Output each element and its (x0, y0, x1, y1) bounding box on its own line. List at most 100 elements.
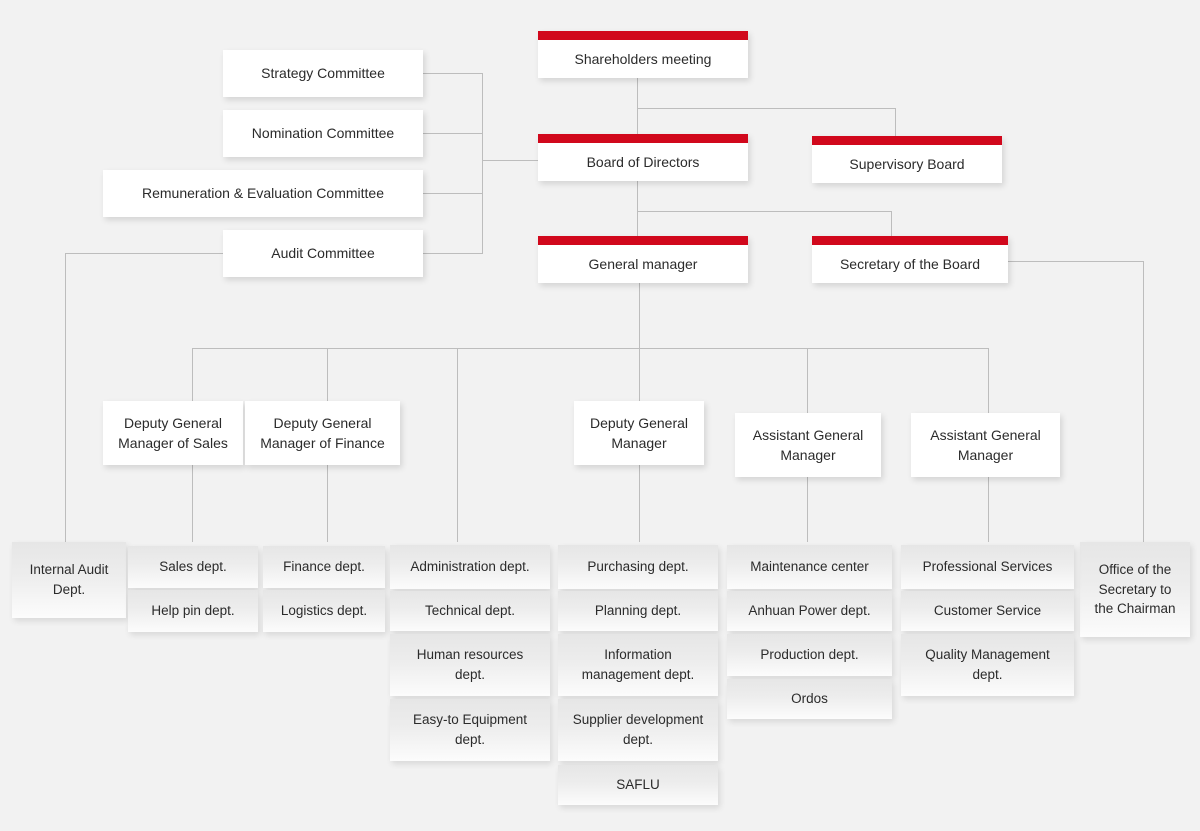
dept-label: Purchasing dept. (587, 559, 689, 575)
connector-gm-down (639, 283, 640, 348)
node-remuneration-evaluation-committee[interactable]: Remuneration & Evaluation Committee (103, 170, 423, 217)
dept-label: Information management dept. (581, 647, 695, 682)
dept-label: Finance dept. (283, 559, 365, 575)
node-label: Deputy General Manager of Finance (260, 414, 385, 451)
connector-bod-down (637, 181, 638, 240)
list-item[interactable]: Maintenance center (727, 545, 892, 589)
list-item[interactable]: Human resources dept. (390, 634, 550, 696)
node-label: General manager (588, 255, 698, 272)
connector-deputy-sales-down (192, 465, 193, 542)
node-nomination-committee[interactable]: Nomination Committee (223, 110, 423, 157)
connector-to-assistant-gm-2 (988, 348, 989, 413)
list-item[interactable]: Production dept. (727, 634, 892, 676)
dept-label: Administration dept. (410, 559, 530, 575)
dept-label: Planning dept. (594, 603, 682, 619)
connector-to-board-of-directors (637, 108, 638, 138)
node-label: Deputy General Manager of Sales (118, 414, 228, 451)
node-audit-committee[interactable]: Audit Committee (223, 230, 423, 277)
node-label: Remuneration & Evaluation Committee (141, 185, 384, 202)
node-secretary-of-the-board[interactable]: Secretary of the Board (812, 236, 1008, 283)
dept-label: Help pin dept. (151, 603, 235, 619)
connector-to-secretary-board (891, 211, 892, 240)
connector-to-deputy-finance (327, 348, 328, 401)
node-label: Strategy Committee (261, 65, 385, 82)
dept-label: SAFLU (616, 777, 660, 793)
connector-audit-left-bus (65, 253, 223, 254)
node-label: Deputy General Manager (589, 414, 689, 451)
dept-label: Logistics dept. (280, 603, 368, 619)
connector-secretary-right-bus (1008, 261, 1144, 262)
connector-shareholders-bus (637, 108, 895, 109)
dept-label: Quality Management dept. (925, 647, 1050, 682)
node-assistant-gm-1[interactable]: Assistant General Manager (735, 413, 881, 477)
node-deputy-gm-sales[interactable]: Deputy General Manager of Sales (103, 401, 243, 465)
connector-deputy-gm-down (639, 465, 640, 542)
connector-committee-to-bod (482, 160, 540, 161)
node-label: Internal Audit Dept. (29, 562, 109, 597)
node-board-of-directors[interactable]: Board of Directors (538, 134, 748, 181)
dept-label: Production dept. (760, 647, 859, 663)
connector-committee-bus (482, 73, 483, 253)
node-shareholders-meeting[interactable]: Shareholders meeting (538, 31, 748, 78)
list-item[interactable]: Anhuan Power dept. (727, 591, 892, 631)
node-assistant-gm-2[interactable]: Assistant General Manager (911, 413, 1060, 477)
dept-label: Sales dept. (159, 559, 227, 575)
list-item[interactable]: Finance dept. (263, 546, 385, 588)
node-label: Nomination Committee (251, 125, 395, 142)
dept-label: Human resources dept. (416, 647, 524, 682)
list-item[interactable]: Ordos (727, 679, 892, 719)
connector-audit-committee (423, 253, 483, 254)
node-label: Board of Directors (586, 153, 700, 170)
node-general-manager[interactable]: General manager (538, 236, 748, 283)
list-item[interactable]: Logistics dept. (263, 590, 385, 632)
dept-label: Ordos (791, 691, 828, 707)
connector-to-deputy-sales (192, 348, 193, 401)
node-label: Assistant General Manager (930, 426, 1041, 463)
dept-label: Professional Services (922, 559, 1053, 575)
list-item[interactable]: Quality Management dept. (901, 634, 1074, 696)
list-item[interactable]: Technical dept. (390, 591, 550, 631)
connector-chairman-office-down (1143, 261, 1144, 542)
list-item[interactable]: SAFLU (558, 765, 718, 805)
node-label: Office of the Secretary to the Chairman (1094, 562, 1176, 617)
connector-to-assistant-gm-1 (807, 348, 808, 413)
node-strategy-committee[interactable]: Strategy Committee (223, 50, 423, 97)
list-item[interactable]: Sales dept. (128, 546, 258, 588)
connector-assistant-gm-1-down (807, 477, 808, 542)
node-deputy-gm[interactable]: Deputy General Manager (574, 401, 704, 465)
connector-nomination-committee (423, 133, 483, 134)
list-item[interactable]: Planning dept. (558, 591, 718, 631)
node-deputy-gm-finance[interactable]: Deputy General Manager of Finance (245, 401, 400, 465)
dept-label: Supplier development dept. (572, 712, 704, 747)
connector-remuneration-committee (423, 193, 483, 194)
connector-assistant-gm-2-down (988, 477, 989, 542)
node-label: Shareholders meeting (574, 50, 712, 67)
node-label: Secretary of the Board (839, 255, 981, 272)
list-item[interactable]: Professional Services (901, 545, 1074, 589)
node-supervisory-board[interactable]: Supervisory Board (812, 136, 1002, 183)
connector-deputy-finance-down (327, 465, 328, 542)
dept-label: Anhuan Power dept. (748, 603, 871, 619)
connector-to-administration-col (457, 348, 458, 542)
node-office-secretary-chairman[interactable]: Office of the Secretary to the Chairman (1080, 542, 1190, 637)
connector-to-supervisory-board (895, 108, 896, 138)
list-item[interactable]: Purchasing dept. (558, 545, 718, 589)
dept-label: Technical dept. (424, 603, 516, 619)
list-item[interactable]: Administration dept. (390, 545, 550, 589)
node-label: Supervisory Board (849, 155, 965, 172)
connector-bod-to-secretary-bus (637, 211, 892, 212)
node-label: Assistant General Manager (752, 426, 864, 463)
list-item[interactable]: Easy-to Equipment dept. (390, 699, 550, 761)
connector-shareholders-down (637, 78, 638, 109)
list-item[interactable]: Information management dept. (558, 634, 718, 696)
connector-deputies-bus (192, 348, 989, 349)
connector-internal-audit-down (65, 253, 66, 542)
list-item[interactable]: Supplier development dept. (558, 699, 718, 761)
list-item[interactable]: Customer Service (901, 591, 1074, 631)
list-item[interactable]: Help pin dept. (128, 590, 258, 632)
dept-label: Customer Service (933, 603, 1042, 619)
connector-strategy-committee (423, 73, 483, 74)
node-internal-audit-dept[interactable]: Internal Audit Dept. (12, 542, 126, 618)
dept-label: Easy-to Equipment dept. (412, 712, 528, 747)
